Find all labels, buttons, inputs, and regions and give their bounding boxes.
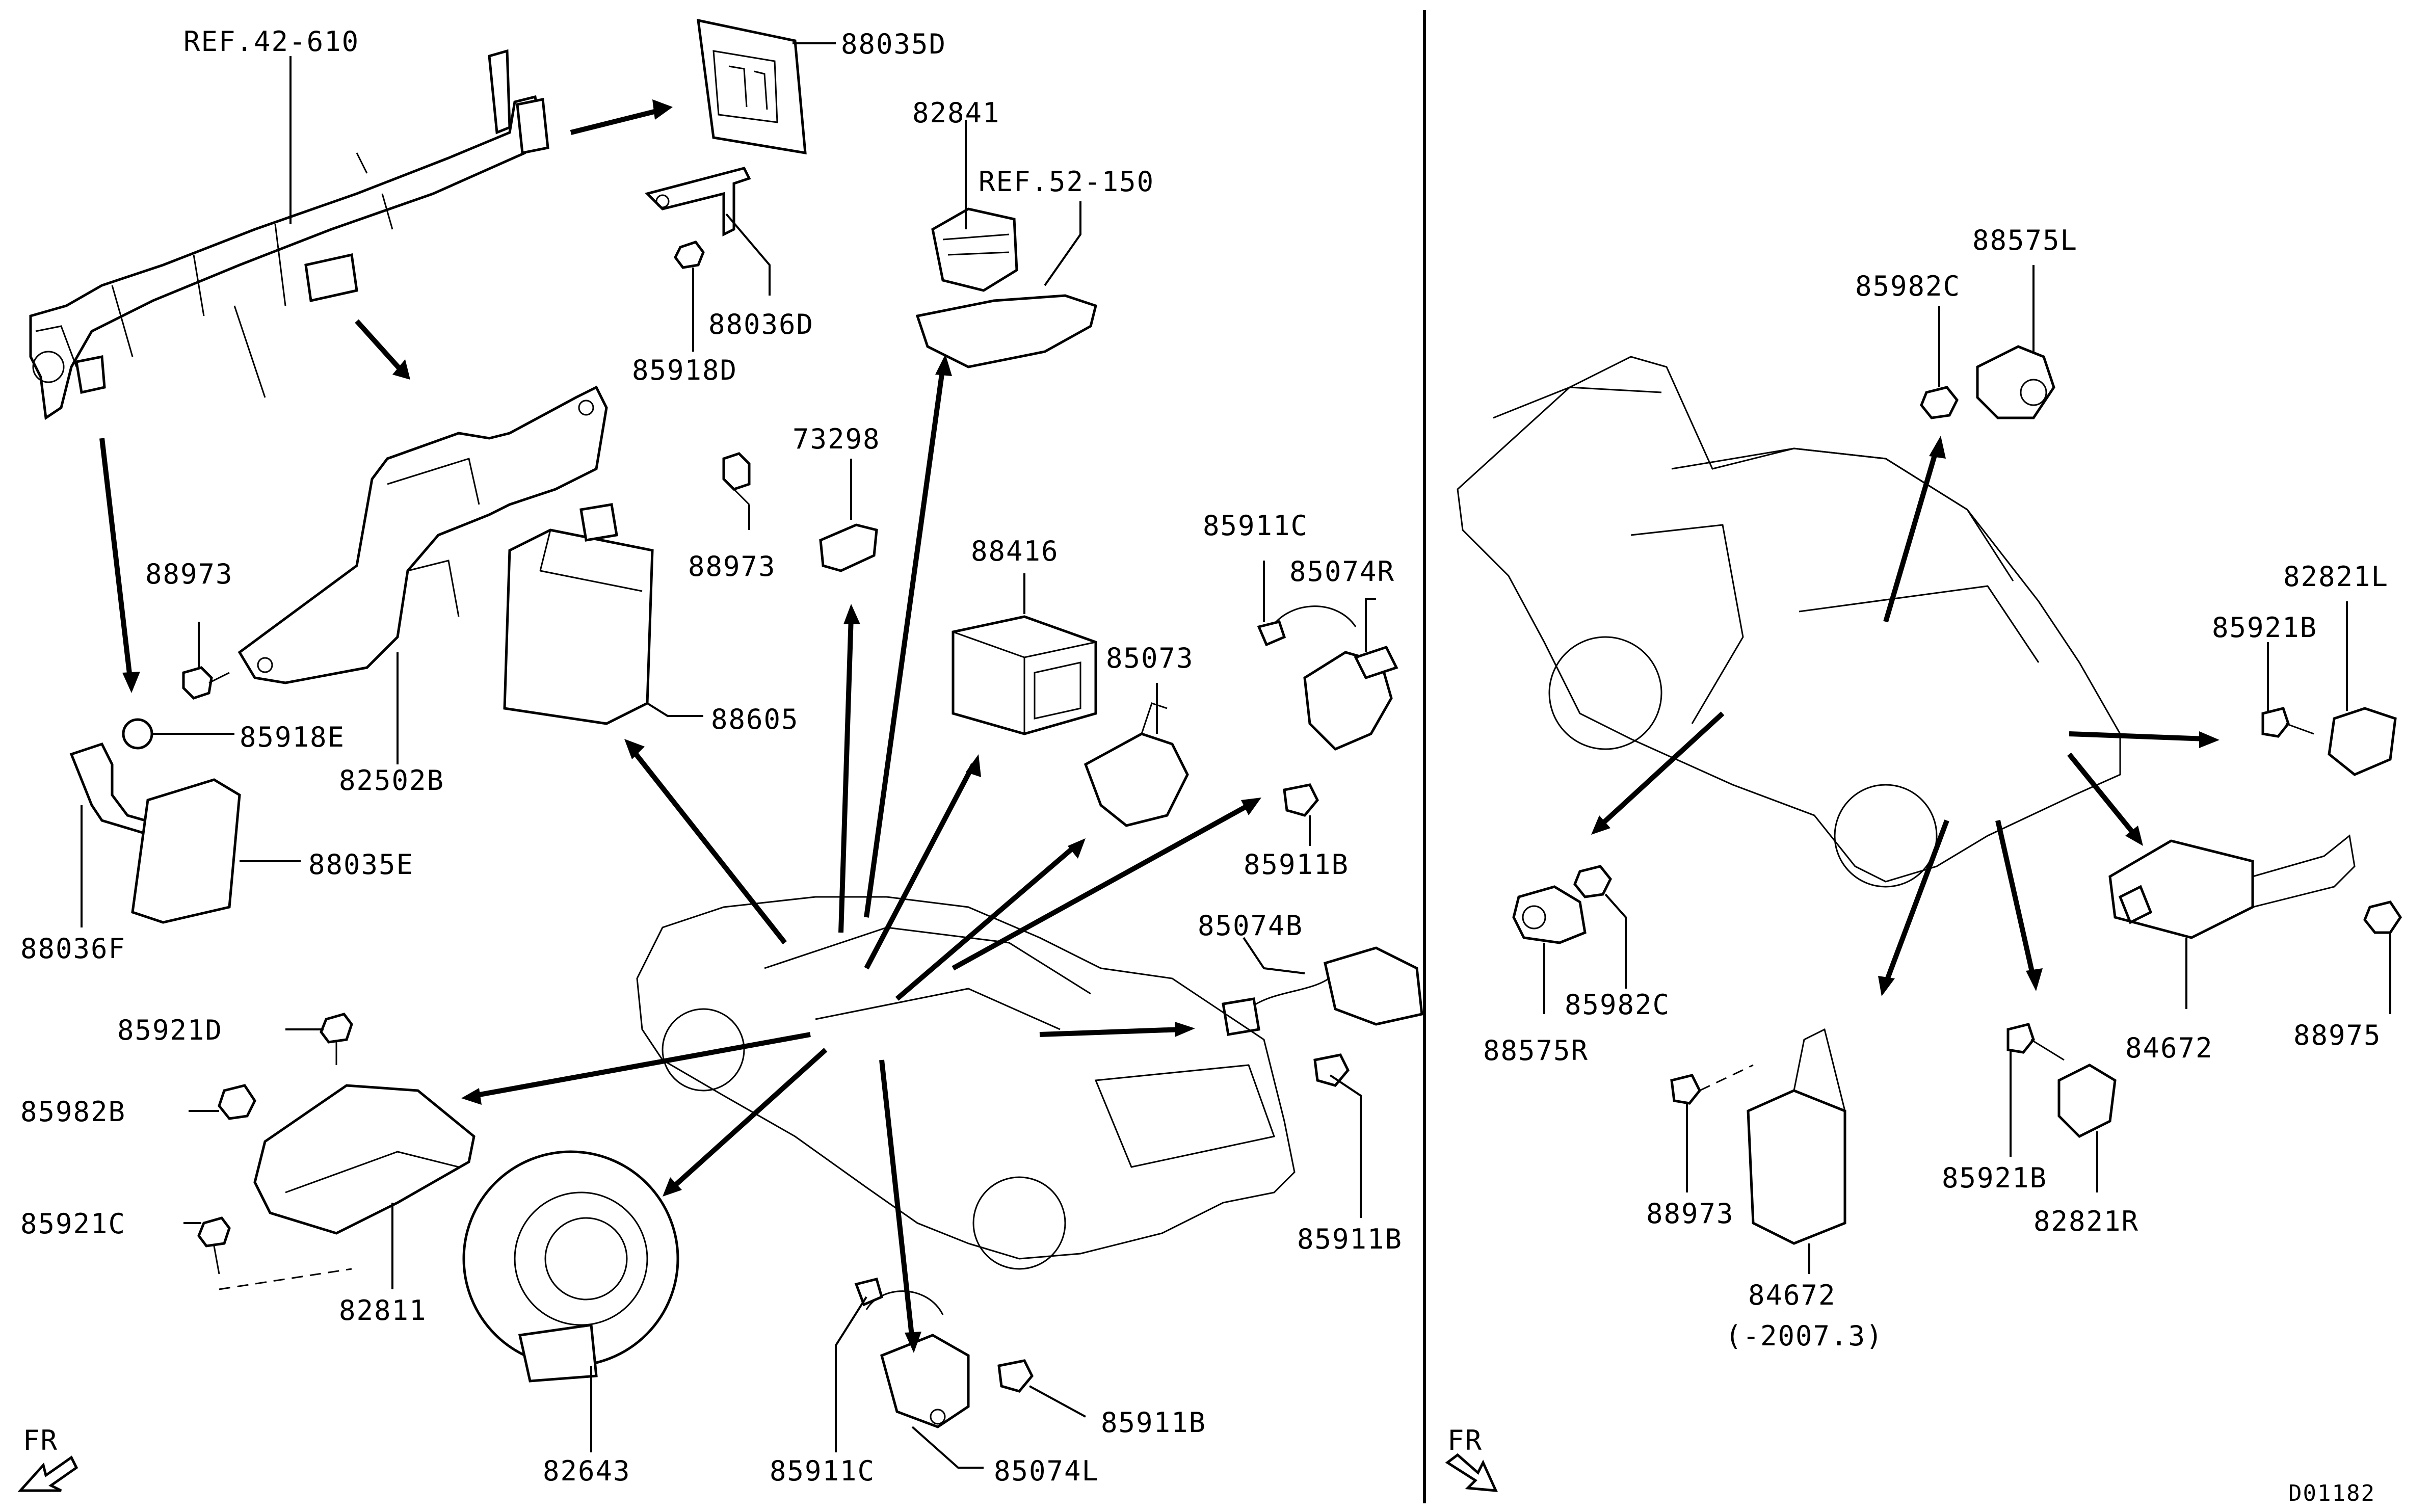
label-73298: 73298 xyxy=(793,423,881,455)
switch-85074L xyxy=(865,1290,970,1428)
label-82643: 82643 xyxy=(543,1455,631,1487)
label-88036D: 88036D xyxy=(708,308,814,340)
clip-85911B-bottom xyxy=(997,1359,1034,1393)
label-ref-42-610: REF.42-610 xyxy=(183,25,359,58)
sensor-82841 xyxy=(915,207,1097,368)
nut-85982C-lower xyxy=(1573,865,1612,898)
clock-spring-82643 xyxy=(462,1150,679,1383)
clip-85911C-upper xyxy=(1257,620,1286,647)
label-88975: 88975 xyxy=(2293,1019,2382,1051)
label-82841: 82841 xyxy=(912,97,1000,129)
vehicle-left-outline xyxy=(636,896,1296,1270)
left-arrows xyxy=(99,99,1261,1353)
label-85911C-upper: 85911C xyxy=(1203,510,1308,542)
right-arrows xyxy=(1591,436,2220,996)
label-85911B-upper: 85911B xyxy=(1244,848,1349,881)
label-85074R: 85074R xyxy=(1289,555,1395,588)
bracket-88036D xyxy=(645,167,751,237)
bracket-82502B xyxy=(237,385,608,684)
label-85918E: 85918E xyxy=(240,721,345,753)
label-85982B: 85982B xyxy=(20,1096,126,1128)
bolt-88973-upper xyxy=(722,452,751,506)
label-82821R: 82821R xyxy=(2033,1205,2139,1237)
label-88973-right: 88973 xyxy=(1646,1198,1734,1230)
module-88605 xyxy=(503,503,654,725)
label-85921B-upper: 85921B xyxy=(2212,612,2317,644)
vehicle-right-outline xyxy=(1457,356,2121,888)
dashboard-beam xyxy=(29,49,549,420)
nut-85918E xyxy=(122,718,153,750)
label-85911B-lower: 85911B xyxy=(1297,1223,1403,1255)
label-85074B: 85074B xyxy=(1198,910,1303,942)
clip-85911C-lower xyxy=(854,1277,884,1307)
label-fr-right: FR xyxy=(1447,1424,1483,1456)
label-88575R: 88575R xyxy=(1483,1034,1589,1067)
label-88973-upper: 88973 xyxy=(688,550,776,582)
label-88605: 88605 xyxy=(711,703,799,735)
label-85074L: 85074L xyxy=(994,1455,1099,1487)
label-88035E: 88035E xyxy=(308,848,414,881)
nut-85982B xyxy=(218,1084,256,1120)
module-88035D xyxy=(697,18,807,154)
switch-73298 xyxy=(819,523,878,572)
label-82821L: 82821L xyxy=(2283,561,2389,593)
front-direction-arrow-left xyxy=(17,1455,78,1492)
label-85911B-bottom: 85911B xyxy=(1101,1407,1206,1439)
label-88036F: 88036F xyxy=(20,933,126,965)
sensor-85073 xyxy=(1084,702,1189,827)
label-85982C-lower: 85982C xyxy=(1565,989,1670,1021)
module-84672-lower xyxy=(1747,1028,1846,1245)
label-82811: 82811 xyxy=(339,1294,427,1327)
label-fr-left: FR xyxy=(23,1424,58,1456)
left-leaders xyxy=(81,42,1376,1469)
bolt-88973-lower xyxy=(182,666,230,700)
clip-85911B-upper xyxy=(1283,783,1319,817)
sensor-88575R xyxy=(1512,885,1587,944)
clip-85911B-lower xyxy=(1313,1053,1350,1087)
bolt-85921B-upper xyxy=(2261,707,2314,738)
label-85073: 85073 xyxy=(1106,642,1194,674)
switch-85074B xyxy=(1222,946,1423,1036)
module-88416 xyxy=(952,615,1097,735)
bolt-85921C xyxy=(197,1216,231,1275)
bolt-85921D xyxy=(320,1013,353,1065)
label-ref-52-150: REF.52-150 xyxy=(979,166,1154,198)
ecu-82811 xyxy=(219,1084,476,1290)
bolt-85921B-lower xyxy=(2006,1023,2065,1061)
label-85911C-lower: 85911C xyxy=(770,1455,875,1487)
label-84672-lower: 84672 xyxy=(1748,1279,1836,1311)
label-85921C: 85921C xyxy=(20,1208,126,1240)
bolt-88973-right xyxy=(1670,1064,1754,1105)
label-85921D: 85921D xyxy=(117,1014,223,1046)
label-88035D: 88035D xyxy=(841,28,946,60)
left-labels: REF.42-610 88035D 82841 REF.52-150 88036… xyxy=(20,25,1403,1487)
label-84672-note: (-2007.3) xyxy=(1725,1320,1884,1352)
sensor-82821R xyxy=(2057,1064,2117,1138)
bolt-85918D xyxy=(674,241,705,269)
label-82502B: 82502B xyxy=(339,764,444,797)
label-85982C-upper: 85982C xyxy=(1855,270,1961,302)
nut-85982C-upper xyxy=(1920,386,1959,419)
sensor-88575L xyxy=(1976,345,2055,419)
label-84672-right: 84672 xyxy=(2125,1032,2213,1064)
sensor-82821L xyxy=(2328,707,2397,776)
front-direction-arrow-right xyxy=(1445,1453,1498,1492)
label-85918D: 85918D xyxy=(632,354,737,386)
drawing-code: D01182 xyxy=(2288,1480,2375,1506)
label-85921B-lower: 85921B xyxy=(1942,1162,2047,1194)
label-88416: 88416 xyxy=(971,535,1059,567)
module-88035E xyxy=(131,778,241,924)
label-88973-lower: 88973 xyxy=(145,558,233,590)
label-88575L: 88575L xyxy=(1972,224,2078,256)
module-84672-right xyxy=(2108,834,2356,939)
right-leaders xyxy=(1543,265,2391,1274)
right-labels: 88575L 85982C 82821L 85921B 85982C 88575… xyxy=(1447,224,2389,1506)
